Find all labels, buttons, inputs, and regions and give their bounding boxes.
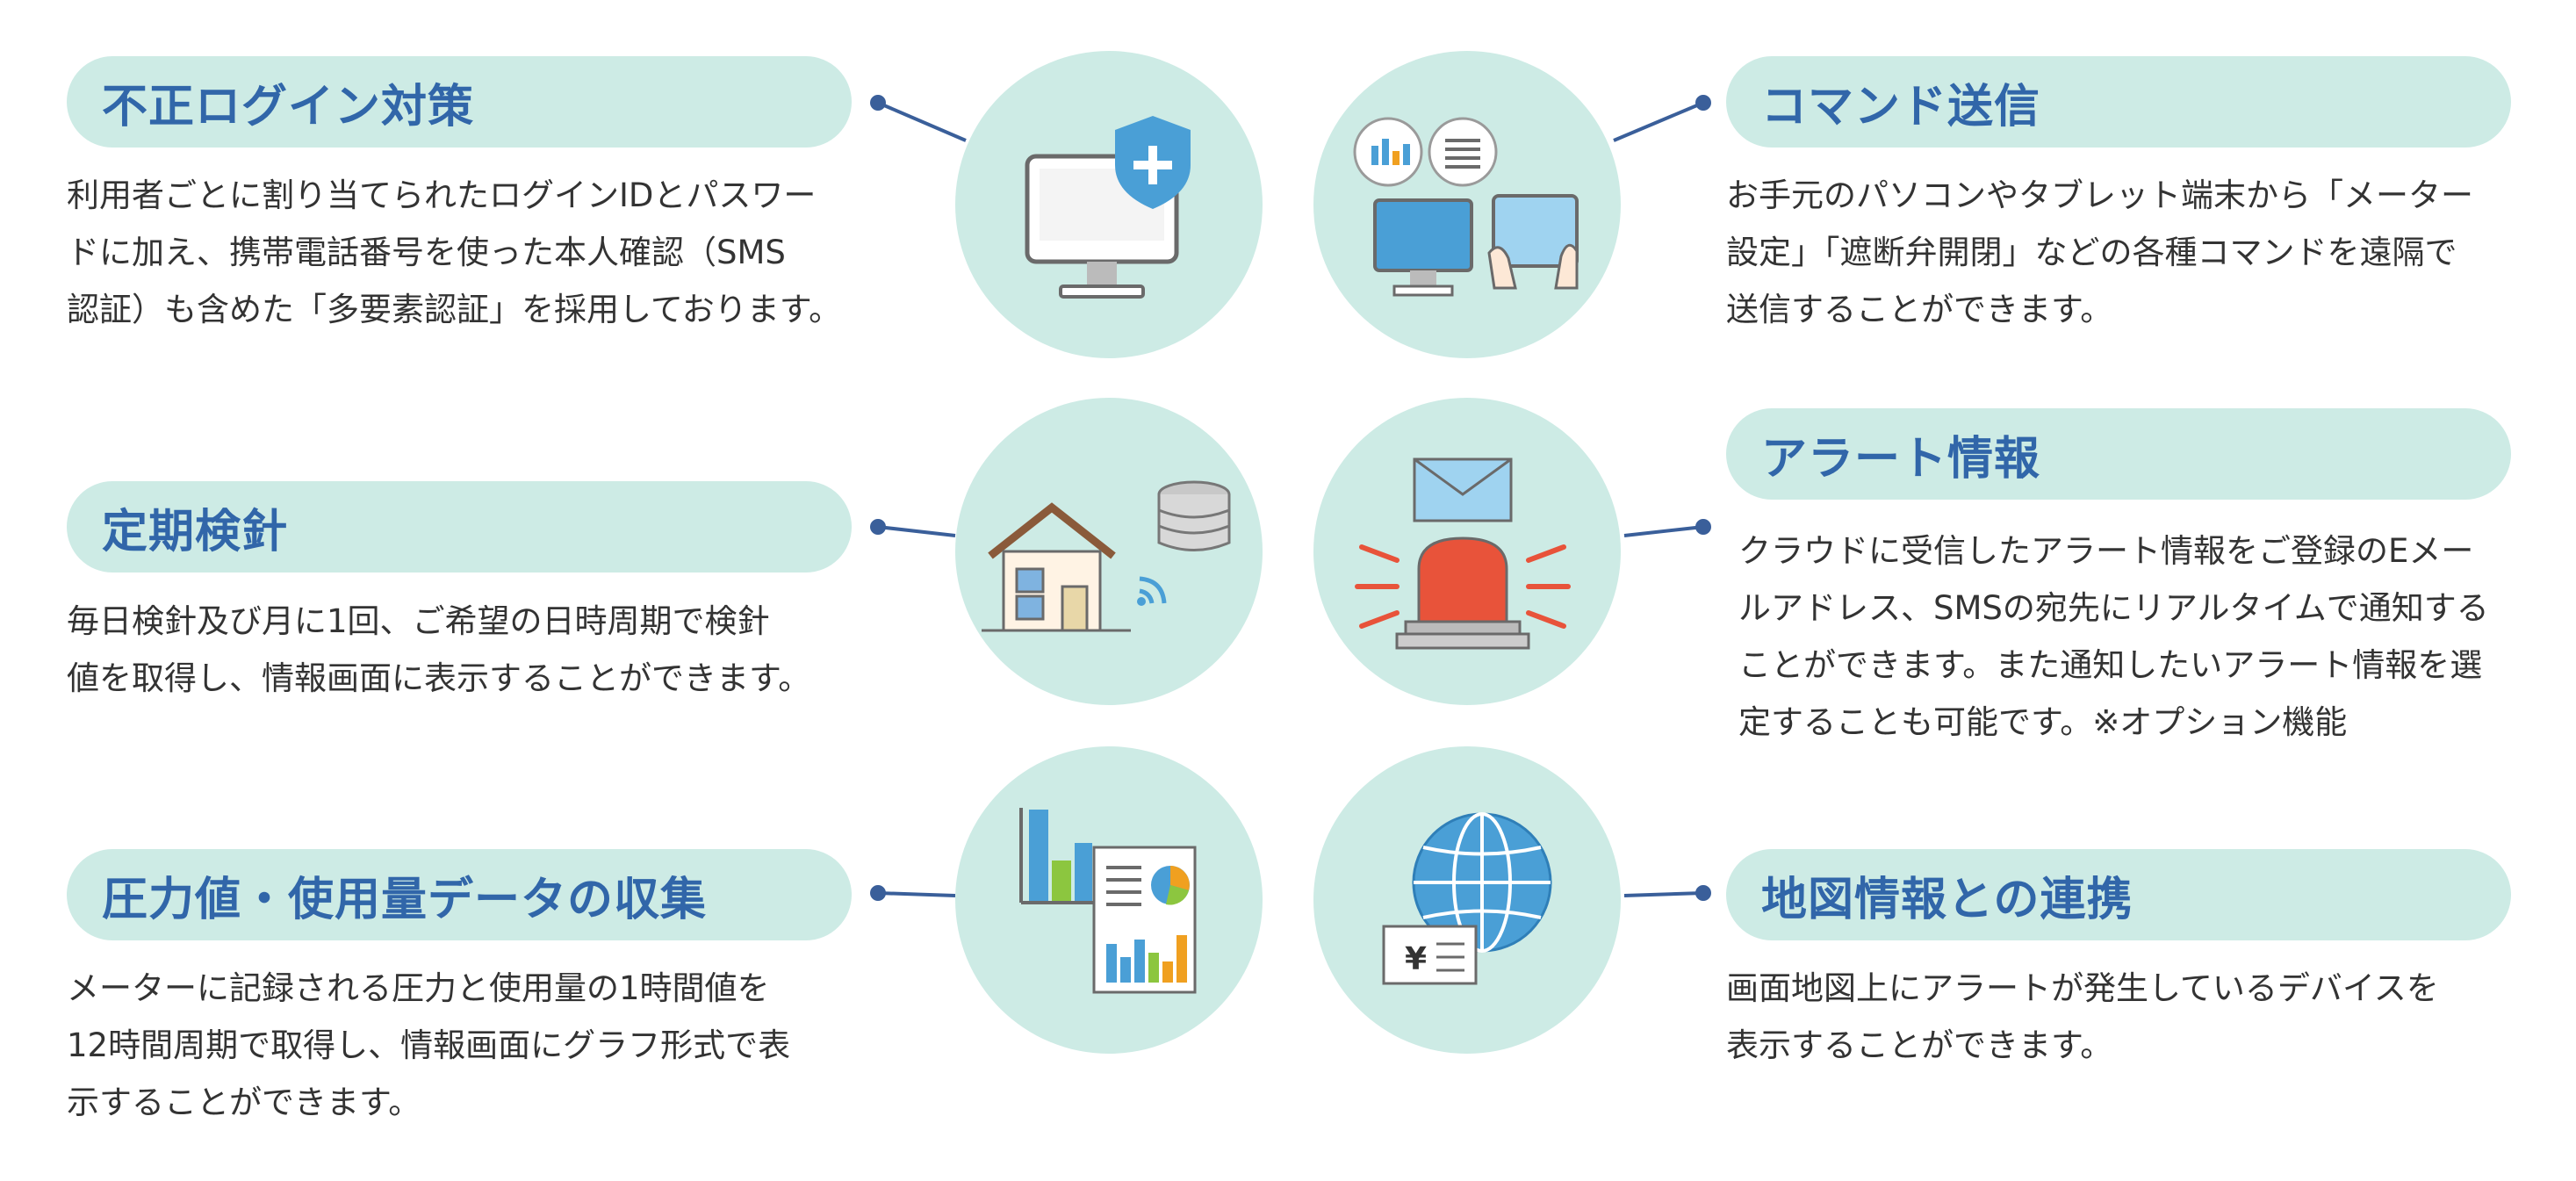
- feature-description: メーターに記録される圧力と使用量の1時間値を 12時間周期で取得し、情報画面にグ…: [67, 969, 791, 1121]
- feature-title: 不正ログイン対策: [67, 56, 852, 148]
- svg-text:¥: ¥: [1405, 941, 1427, 977]
- pc-tablet-icon: [1313, 51, 1621, 358]
- feature-title: 地図情報との連携: [1726, 849, 2511, 940]
- feature-title: アラート情報: [1726, 408, 2511, 500]
- feature-description: 毎日検針及び月に1回、ご希望の日時周期で検針 値を取得し、情報画面に表示すること…: [67, 602, 811, 697]
- alarm-mail-icon: [1313, 398, 1621, 705]
- feature-title: 定期検針: [67, 481, 852, 572]
- globe-card-icon: ¥: [1313, 746, 1621, 1054]
- feature-description: クラウドに受信したアラート情報をご登録のEメー ルアドレス、SMSの宛先にリアル…: [1738, 532, 2489, 741]
- charts-report-icon: [955, 746, 1263, 1054]
- feature-description: 利用者ごとに割り当てられたログインIDとパスワー ドに加え、携帯電話番号を使った…: [67, 176, 842, 328]
- feature-title: コマンド送信: [1726, 56, 2511, 148]
- feature-description: お手元のパソコンやタブレット端末から「メーター 設定」「遮断弁開閉」などの各種コ…: [1726, 176, 2473, 328]
- feature-description: 画面地図上にアラートが発生しているデバイスを 表示することができます。: [1726, 969, 2439, 1064]
- feature-title: 圧力値・使用量データの収集: [67, 849, 852, 940]
- house-database-icon: [955, 398, 1263, 705]
- monitor-shield-icon: [955, 51, 1263, 358]
